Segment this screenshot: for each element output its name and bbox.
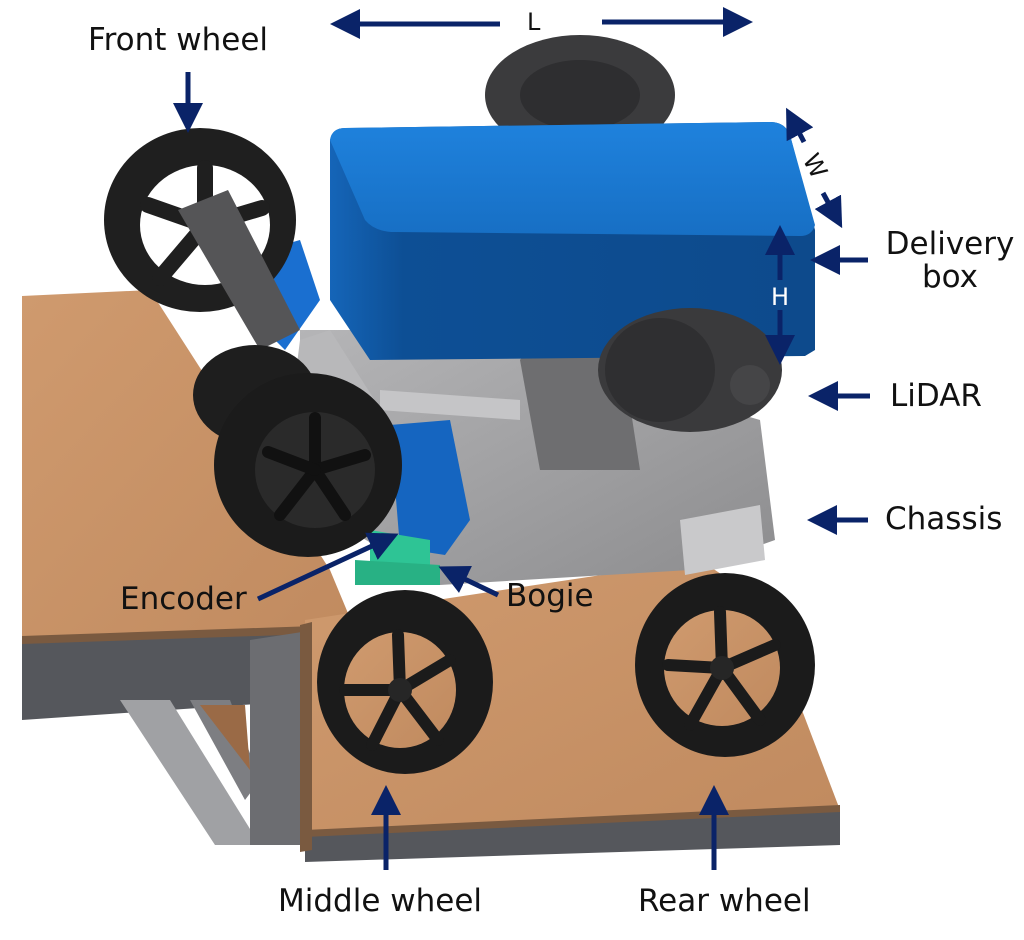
delivery-box-label-line1: Delivery — [885, 226, 1015, 262]
rear-wheel-label: Rear wheel — [638, 883, 811, 919]
middle-wheel-label: Middle wheel — [278, 883, 483, 919]
front-wheel-label: Front wheel — [88, 22, 269, 58]
delivery-box-label: Delivery box — [880, 228, 1020, 293]
chassis-label: Chassis — [885, 501, 1003, 537]
upper-wheels — [193, 345, 402, 557]
height-label: H — [771, 283, 790, 311]
annotation-arrows — [173, 7, 870, 870]
width-arrow-up — [786, 107, 814, 144]
delivery-box-label-line2: box — [921, 258, 979, 295]
encoder-label: Encoder — [120, 581, 247, 617]
encoder-arrow — [256, 532, 399, 602]
width-arrow-down — [814, 191, 843, 229]
delivery-box — [330, 122, 815, 360]
lidar-label: LiDAR — [890, 378, 982, 414]
bogie-label: Bogie — [506, 578, 594, 614]
upper-step-table — [22, 290, 355, 845]
bogie-arrow — [438, 565, 500, 598]
rear-wheel — [635, 573, 815, 757]
lidar — [598, 308, 782, 432]
middle-wheel — [317, 590, 493, 774]
front-wheel — [104, 128, 300, 350]
length-label: L — [527, 8, 541, 36]
